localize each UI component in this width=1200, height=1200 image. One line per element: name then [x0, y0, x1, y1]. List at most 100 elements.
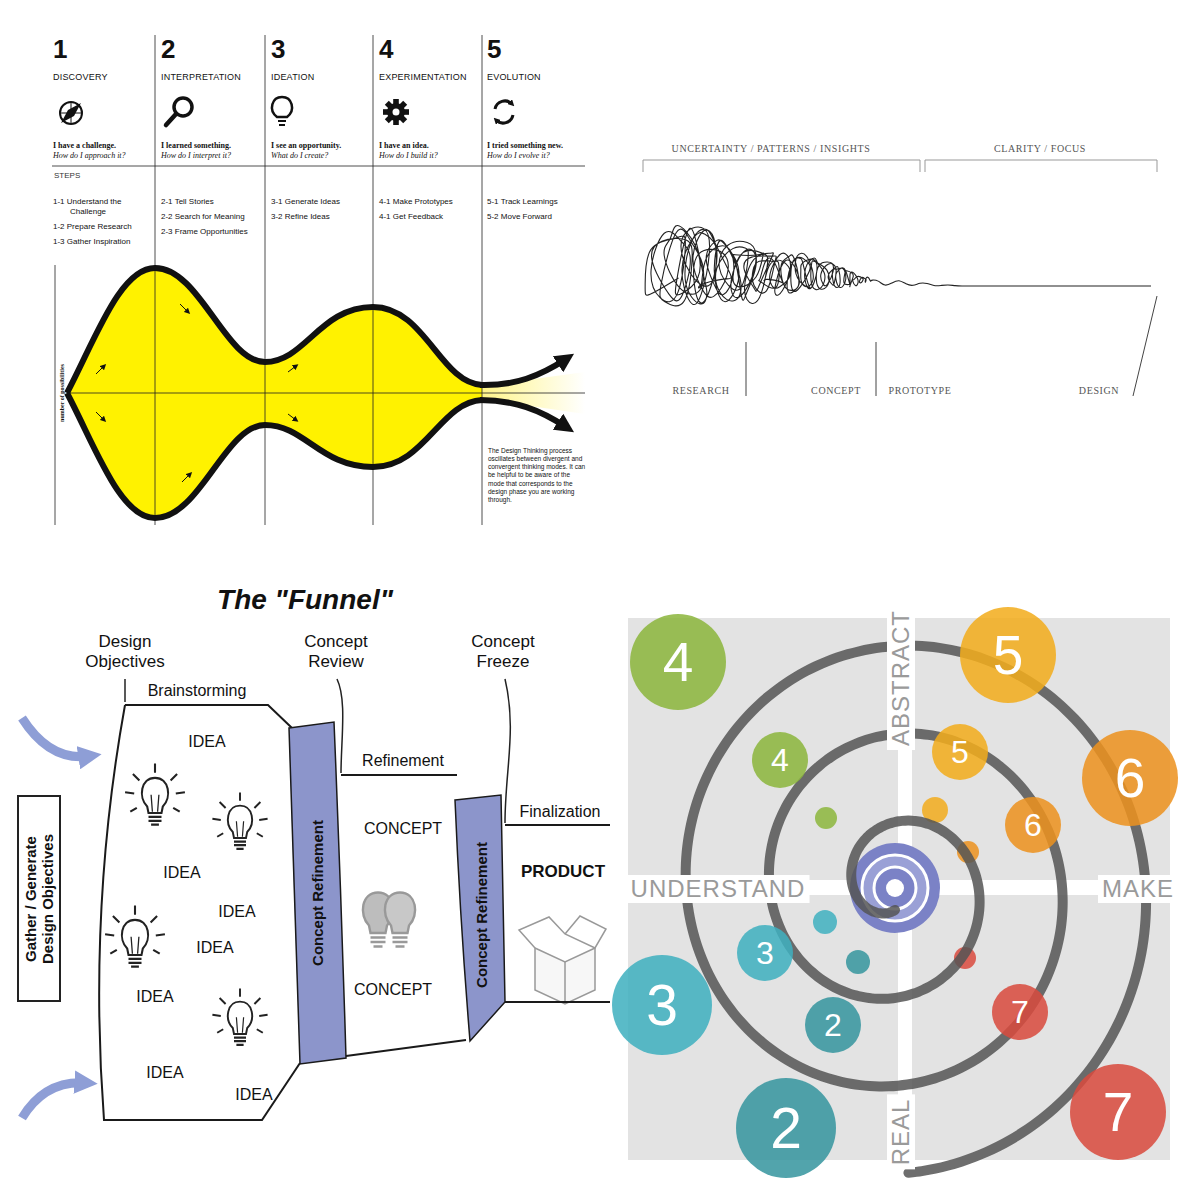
small-circle [846, 950, 870, 974]
leader [124, 679, 126, 702]
direction-arrow [288, 414, 296, 420]
bulb-icon [278, 121, 286, 125]
phase-name: EVOLUTION [487, 72, 541, 82]
objectives-box: Gather / Generate Design Objectives [17, 795, 61, 1002]
funnel-stage: RefinementCONCEPTCONCEPT [336, 748, 472, 1062]
stage-item: IDEA [196, 939, 233, 957]
input-arrow [22, 718, 90, 757]
phase-question: How do I build it? [379, 151, 438, 160]
arrow [480, 400, 566, 427]
phase-circle: 6 [1005, 797, 1061, 853]
stage-label: DESIGN [1079, 385, 1119, 396]
product-box [519, 916, 606, 1004]
direction-arrow [288, 366, 296, 372]
phase-statement: I have a challenge. [53, 141, 116, 150]
leader [337, 679, 343, 773]
step: 4-1 Make Prototypes [379, 197, 480, 207]
lightbulb-icon [385, 893, 415, 947]
phase-column: 5EVOLUTION I tried something new.How do I… [487, 34, 587, 264]
phase-header: CLARITY / FOCUS [994, 143, 1086, 154]
axis-label: MAKE [1098, 875, 1178, 903]
stage-item: IDEA [136, 988, 173, 1006]
stage-item: IDEA [235, 1086, 272, 1104]
axis-label: REAL [887, 1095, 915, 1170]
step: 3-1 Generate Ideas [271, 197, 371, 207]
step: 5-1 Track Learnings [487, 197, 587, 207]
phase-circle: 4 [630, 614, 726, 710]
circle-number: 6 [1024, 809, 1042, 841]
phase-number: 4 [379, 36, 393, 62]
stage-outline [503, 800, 610, 1006]
compass-icon [60, 102, 82, 124]
phase-circle: 3 [737, 925, 793, 981]
circle-number: 7 [1011, 996, 1029, 1028]
lightbulb-icon [105, 906, 165, 967]
circle-number: 2 [824, 1009, 842, 1041]
phase-statement: I have an idea. [379, 141, 429, 150]
step: 3-2 Refine Ideas [271, 212, 371, 222]
tick [746, 296, 1157, 396]
phase-name: IDEATION [271, 72, 314, 82]
direction-arrow [96, 412, 104, 420]
phase-question: How do I evolve it? [487, 151, 550, 160]
milestone-label: Concept Review [286, 632, 386, 673]
band-shape [289, 722, 346, 1064]
phase-column: 1DISCOVERYI have a challenge.How do I ap… [53, 34, 153, 264]
refresh-icon [495, 101, 512, 109]
phase-name: DISCOVERY [53, 72, 108, 82]
phase-circle: 7 [992, 984, 1048, 1040]
stage-label: PROTOTYPE [888, 385, 951, 396]
step: 2-3 Frame Opportunities [161, 227, 263, 237]
stage-name: Refinement [362, 752, 444, 770]
note: The Design Thinking process oscillates b… [488, 447, 588, 504]
phase-number: 3 [271, 36, 285, 62]
phase-statement: I see an opportunity. [271, 141, 341, 150]
bracket [643, 160, 1157, 172]
compass-icon [61, 103, 81, 123]
phase-circle: 3 [612, 955, 712, 1055]
phase-number: 5 [487, 36, 501, 62]
band-shape [455, 795, 505, 1041]
circle-number: 5 [951, 736, 969, 768]
stage-item: IDEA [146, 1064, 183, 1082]
phase-circle: 4 [752, 732, 808, 788]
phase-statement: I tried something new. [487, 141, 563, 150]
circle-number: 4 [771, 744, 789, 776]
refresh-icon [496, 115, 513, 123]
compass-icon [60, 102, 82, 124]
stage-outline [336, 748, 472, 1062]
funnel-stage: FinalizationPRODUCT [503, 800, 610, 1006]
circle-number: 3 [756, 937, 774, 969]
box-label: Gather / Generate Design Objectives [22, 824, 57, 974]
refinement-band: Concept Refinement [452, 790, 512, 1048]
input-arrow [22, 1083, 86, 1118]
stage-item: PRODUCT [521, 862, 605, 882]
circle-number: 6 [1115, 751, 1146, 806]
circle-number: 4 [663, 635, 694, 690]
band-label: Concept Refinement [473, 842, 490, 988]
step: 1-2 Prepare Research [53, 222, 153, 232]
axis [67, 393, 585, 394]
step: 2-1 Tell Stories [161, 197, 263, 207]
step: 1-1 Understand the Challenge [53, 197, 153, 217]
target [850, 843, 940, 933]
stage-outline [505, 825, 610, 1002]
step: 2-2 Search for Meaning [161, 212, 263, 222]
phase-question: How do I interpret it? [161, 151, 231, 160]
small-circle [813, 910, 837, 934]
target [874, 867, 916, 909]
phase-name: INTERPRETATION [161, 72, 241, 82]
divergence-curve [67, 268, 482, 393]
bulb-icon [272, 97, 292, 117]
magnifier-icon [166, 114, 176, 125]
phase-column: 3IDEATIONI see an opportunity.What do I … [271, 34, 371, 264]
stage-outline [341, 775, 466, 1056]
direction-arrow [182, 474, 190, 482]
stage-outline [99, 705, 300, 1120]
stage-item: IDEA [188, 733, 225, 751]
panel-title: The "Funnel" [217, 584, 393, 616]
milestone-label: Concept Freeze [453, 632, 553, 673]
stage-name: Brainstorming [148, 682, 247, 700]
phase-circle: 5 [960, 607, 1056, 703]
circle-number: 7 [1103, 1085, 1134, 1140]
